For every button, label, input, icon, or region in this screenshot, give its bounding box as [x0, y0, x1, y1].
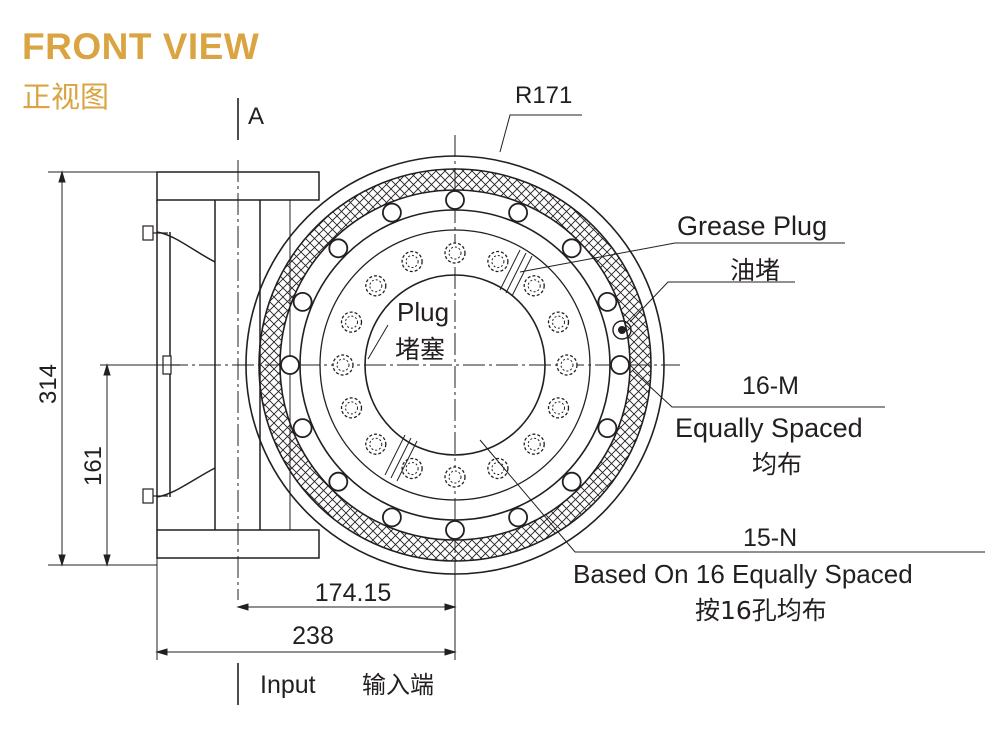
inner-bolt-hole	[332, 354, 354, 376]
inner-bolt-hole	[523, 275, 545, 297]
dim-238-label: 238	[292, 622, 334, 650]
equally-spaced-label-cn: 均布	[752, 450, 802, 479]
inner-bolt-hole	[340, 311, 363, 333]
leader-lines	[367, 114, 985, 553]
outer-bolt-hole	[280, 355, 300, 375]
inner-bolt-hole-core	[448, 246, 462, 260]
inner-bolt-hole	[401, 457, 423, 480]
inner-bolt-hole	[444, 466, 466, 488]
inner-bolt-hole	[547, 311, 570, 333]
outer-bolt-hole	[292, 418, 313, 439]
inner-bolt-hole-core	[369, 279, 383, 293]
inner-bolt-hole-core	[369, 437, 383, 451]
outer-bolt-hole	[381, 507, 402, 528]
inner-bolt-hole	[444, 242, 466, 264]
inner-bolt-hole-core	[527, 437, 541, 451]
inner-bolt-hole	[487, 250, 509, 273]
input-label-cn: 输入端	[362, 671, 434, 699]
dim-174-15-label: 174.15	[315, 579, 391, 607]
page-title: FRONT VIEW	[22, 26, 260, 67]
plug-sections	[384, 249, 533, 482]
based-on-label-cn: 按16孔均布	[695, 596, 827, 625]
inner-bolt-hole	[365, 433, 387, 455]
inner-bolt-hole-core	[552, 315, 565, 329]
inner-bolt-hole	[487, 457, 509, 480]
dim-238	[155, 558, 457, 660]
outer-bolt-hole	[610, 355, 630, 375]
outer-bolt-hole	[561, 471, 582, 492]
inner-bolt-hole	[547, 397, 570, 419]
outer-bolt-hole	[597, 418, 618, 439]
centerlines	[100, 135, 680, 600]
dim-161-label: 161	[80, 446, 107, 486]
inner-bolt-hole	[365, 275, 387, 297]
inner-bolt-hole-core	[345, 401, 358, 415]
outer-bolt-hole	[445, 190, 465, 210]
plug-label: Plug	[397, 297, 449, 327]
inner-bolt-hole	[523, 433, 545, 455]
grease-plug-inner	[618, 326, 626, 334]
inner-bolt-hole-core	[527, 279, 541, 293]
inner-bolt-hole-core	[491, 255, 505, 268]
grease-plug-label-cn: 油堵	[730, 256, 780, 285]
inner-bolt-hole-core	[405, 255, 419, 268]
outer-bolt-hole	[445, 520, 465, 540]
outer-bolt-hole	[328, 471, 349, 492]
grease-plug-label: Grease Plug	[677, 211, 827, 241]
inner-bolt-hole	[340, 397, 363, 419]
inner-bolt-hole-core	[345, 315, 358, 329]
dim-161	[100, 363, 170, 567]
inner-bolt-hole-core	[405, 462, 419, 475]
radius-label: R171	[515, 82, 572, 109]
outer-bolt-hole	[381, 202, 402, 223]
plug-label-cn: 堵塞	[395, 335, 445, 364]
equally-spaced-label: Equally Spaced	[675, 413, 863, 443]
inner-bolt-hole-core	[560, 358, 574, 372]
outer-bolt-hole	[508, 507, 528, 528]
dim-314	[48, 170, 157, 567]
inner-bolt-hole-core	[448, 470, 462, 484]
grease-plug-outer	[612, 320, 632, 340]
inner-bolt-hole	[556, 354, 578, 376]
dim-174-15	[236, 560, 457, 660]
outer-bolt-hole	[508, 202, 528, 223]
outer-bolt-hole	[328, 238, 349, 259]
dim-314-label: 314	[35, 364, 62, 404]
page-subtitle: 正视图	[22, 80, 110, 114]
holes-m-label: 16-M	[742, 372, 799, 400]
outer-bolt-hole	[597, 291, 618, 312]
inner-bolt-holes	[332, 242, 578, 488]
inner-bolt-hole-core	[336, 358, 350, 372]
holes-n-label: 15-N	[743, 524, 797, 552]
input-label: Input	[260, 671, 316, 699]
outer-bolt-hole	[292, 291, 313, 312]
outer-bolt-hole	[561, 238, 582, 259]
inner-bolt-hole	[401, 250, 423, 273]
outer-bolt-holes	[280, 190, 630, 540]
based-on-label: Based On 16 Equally Spaced	[573, 559, 913, 589]
inner-bolt-hole-core	[552, 401, 565, 415]
section-label: A	[248, 103, 264, 130]
